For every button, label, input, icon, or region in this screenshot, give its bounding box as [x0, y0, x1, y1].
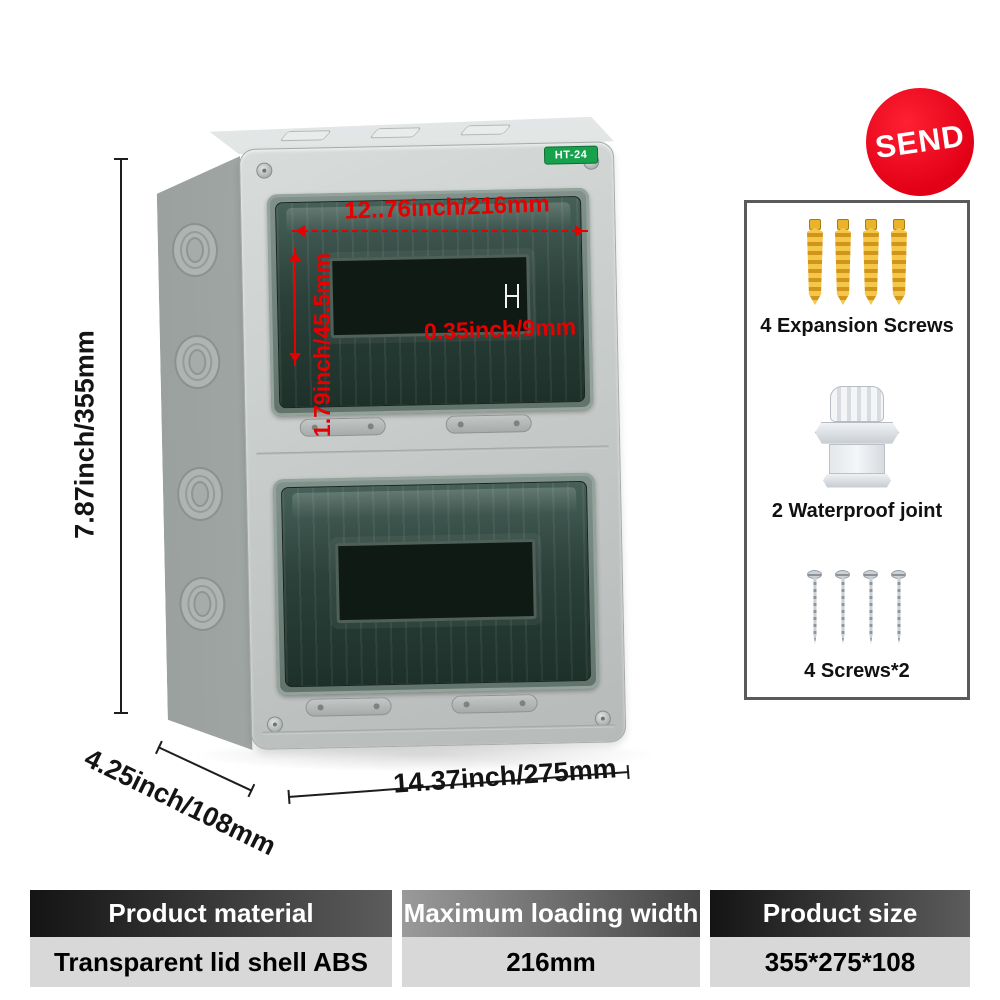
red-width-dim-line [292, 225, 588, 237]
spec-value-material: Transparent lid shell ABS [30, 937, 392, 987]
waterproof-joint-label: 2 Waterproof joint [771, 499, 943, 522]
expansion-screw-icon [862, 219, 879, 305]
spec-table: Product material Maximum loading width P… [30, 890, 970, 987]
spec-header-material: Product material [30, 890, 392, 937]
lower-lid-panel [272, 472, 600, 696]
expansion-screw-icon [834, 219, 851, 305]
lid-latch [445, 414, 532, 434]
panel-seam [256, 445, 610, 456]
panel-seam [262, 724, 616, 735]
expansion-screw-icon [806, 219, 823, 305]
corner-screw [256, 162, 273, 179]
height-dim-line [114, 158, 128, 714]
send-badge: SEND [866, 88, 974, 196]
spec-value-size: 355*275*108 [710, 937, 970, 987]
send-label: SEND [872, 117, 967, 166]
waterproof-joint-icon [812, 385, 902, 490]
spec-header-loading-width: Maximum loading width [402, 890, 700, 937]
waterproof-joint-group: 2 Waterproof joint [771, 385, 943, 523]
spec-header-size: Product size [710, 890, 970, 937]
screw-icon [835, 570, 851, 650]
red-height-dim-line [289, 248, 301, 366]
lower-lid-glass [280, 480, 592, 688]
screw-icon [863, 570, 879, 650]
expansion-screw-icon [890, 219, 907, 305]
spec-value-loading-width: 216mm [402, 937, 700, 987]
screws-label: 4 Screws*2 [804, 660, 910, 682]
lid-latch [451, 693, 538, 714]
red-height-dim-label: 1.79inch/45.5mm [309, 252, 335, 438]
slot-marker [505, 284, 519, 308]
lid-latch [305, 697, 392, 717]
accessories-panel: 4 Expansion Screws 2 Waterproof joint 4 … [744, 200, 970, 700]
screw-icon [807, 570, 823, 650]
expansion-screws-group: 4 Expansion Screws [760, 219, 954, 338]
red-slot-dim-label: 0.35inch/9mm [423, 313, 577, 345]
screw-icon [891, 570, 907, 650]
corner-screw [266, 716, 284, 733]
height-dim-label: 7.87inch/355mm [69, 330, 100, 539]
model-label: HT-24 [554, 148, 588, 162]
lower-din-opening [335, 538, 537, 624]
screws-group: 4 Screws*2 [804, 570, 910, 683]
model-badge: HT-24 [543, 145, 599, 165]
expansion-screws-label: 4 Expansion Screws [760, 315, 954, 337]
